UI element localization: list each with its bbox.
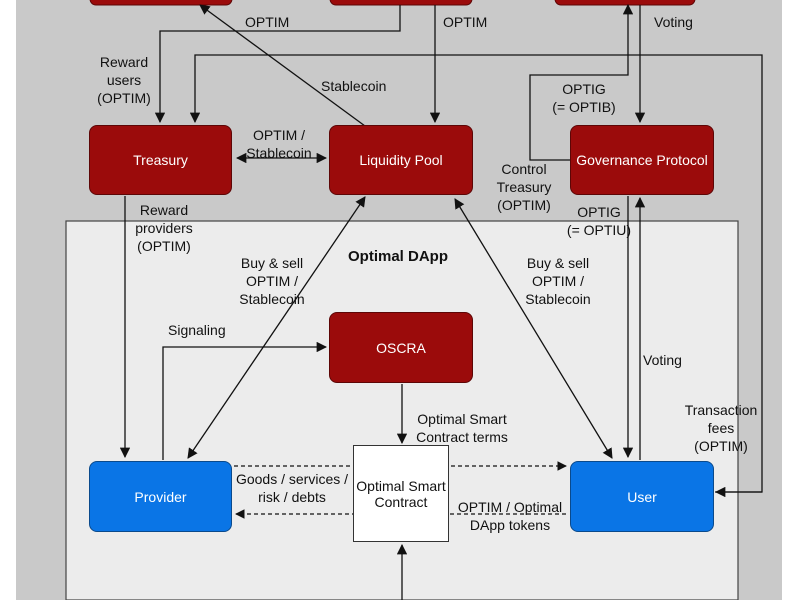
label-transaction-fees: Transaction fees (OPTIM) — [684, 402, 758, 454]
stablecoin-arrow — [199, 4, 366, 127]
label-osc-terms: Optimal Smart Contract terms — [416, 411, 508, 445]
optim-to-treasury-arrow — [154, 5, 401, 124]
label-voting-inner: Voting — [643, 352, 682, 368]
oscra-node: OSCRA — [329, 312, 473, 383]
label-reward-users: Reward users (OPTIM) — [97, 54, 151, 106]
label-optim-stablecoin: OPTIM / Stablecoin — [246, 127, 312, 161]
label-optim-1: OPTIM — [245, 14, 290, 30]
label-dapp-title: Optimal DApp — [348, 248, 448, 265]
top-node-left — [89, 0, 233, 6]
signaling-arrow — [162, 341, 328, 460]
smart-contract-node: Optimal Smart Contract — [353, 445, 449, 542]
label-signaling: Signaling — [168, 322, 226, 338]
label-buy-sell-left: Buy & sell OPTIM / Stablecoin — [239, 255, 305, 307]
label-stablecoin: Stablecoin — [321, 78, 387, 94]
buy-sell-left-arrow — [187, 196, 366, 459]
label-reward-providers: Reward providers (OPTIM) — [135, 202, 193, 254]
label-goods: Goods / services / risk / debts — [235, 471, 349, 505]
top-node-right — [554, 0, 696, 6]
top-node-middle — [329, 0, 473, 6]
liquidity-pool-node: Liquidity Pool — [329, 125, 473, 195]
treasury-node: Treasury — [89, 125, 232, 195]
control-treasury-line — [529, 3, 634, 161]
label-control-treasury: Control Treasury (OPTIM) — [496, 161, 552, 213]
label-optig-optiu: OPTIG (= OPTIU) — [566, 204, 632, 238]
label-optim-2: OPTIM — [443, 14, 488, 30]
label-voting-top: Voting — [654, 14, 693, 30]
user-node: User — [570, 461, 714, 532]
label-optig-optib: OPTIG (= OPTIB) — [552, 81, 616, 115]
label-optim-optimal: OPTIM / Optimal DApp tokens — [457, 499, 563, 533]
provider-node: Provider — [89, 461, 232, 532]
buy-sell-right-arrow — [454, 198, 613, 459]
governance-protocol-node: Governance Protocol — [570, 125, 714, 195]
label-buy-sell-right: Buy & sell OPTIM / Stablecoin — [525, 255, 591, 307]
